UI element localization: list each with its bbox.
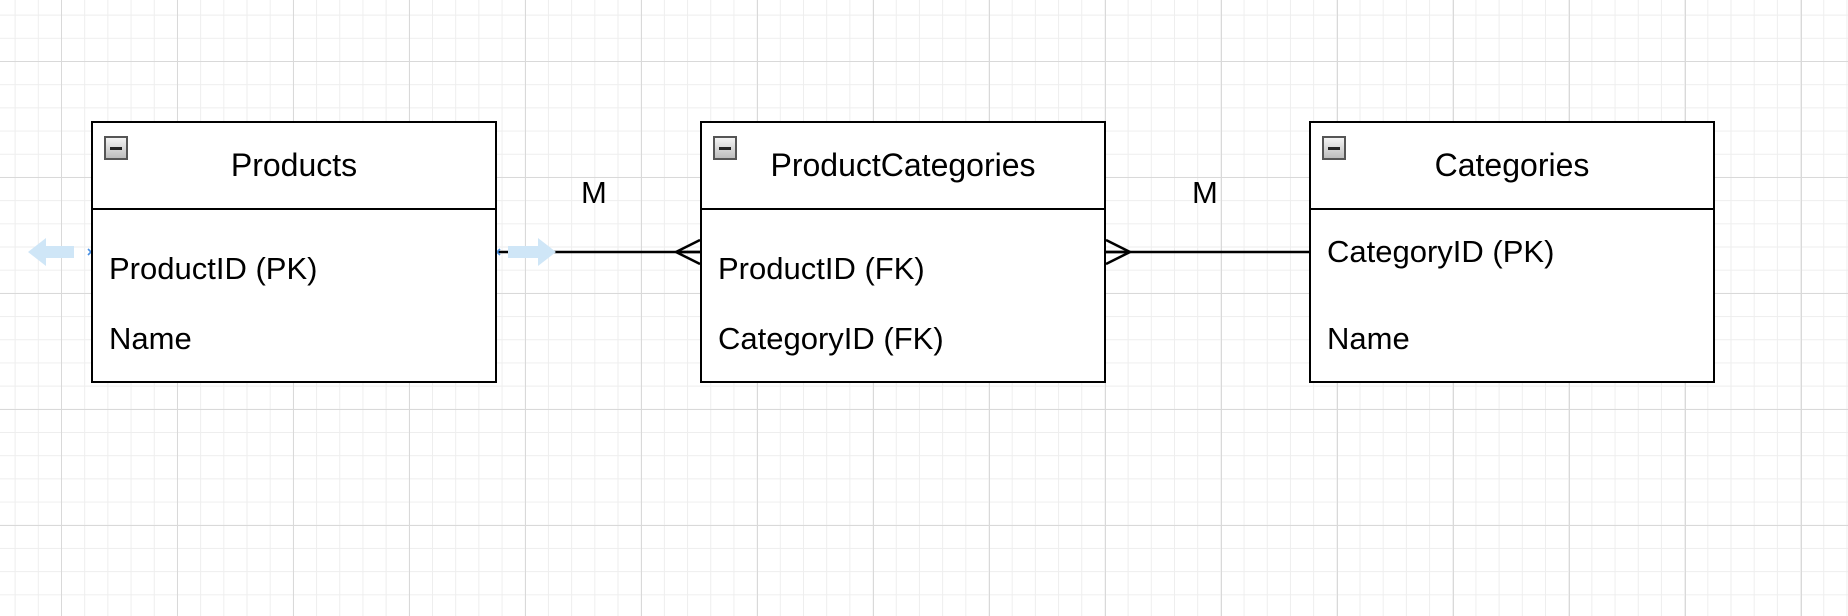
attribute-row[interactable]: ProductID (FK)	[718, 251, 925, 286]
collapse-icon[interactable]	[1322, 136, 1346, 160]
entity-title[interactable]: Categories	[1434, 147, 1590, 183]
entity-title[interactable]: Products	[230, 147, 358, 183]
attribute-row[interactable]: ProductID (PK)	[109, 251, 318, 286]
cardinality-label: M	[581, 175, 607, 210]
collapse-icon[interactable]	[713, 136, 737, 160]
crows-foot-many-marker	[1105, 238, 1131, 266]
cardinality-label: M	[1192, 175, 1218, 210]
collapse-icon[interactable]	[104, 136, 128, 160]
entity-productcategories[interactable]: ProductCategories ProductID (FK) Categor…	[700, 121, 1106, 383]
attribute-row[interactable]: CategoryID (PK)	[1327, 234, 1555, 269]
entity-categories[interactable]: Categories CategoryID (PK) Name	[1309, 121, 1715, 383]
arrow-icon[interactable]	[28, 238, 74, 266]
crows-foot-many-marker	[675, 238, 701, 266]
attribute-row[interactable]: Name	[109, 321, 192, 356]
attribute-row[interactable]: CategoryID (FK)	[718, 321, 944, 356]
entity-header: ProductCategories	[702, 123, 1104, 210]
attribute-row[interactable]: Name	[1327, 321, 1410, 356]
arrow-icon[interactable]	[508, 238, 556, 266]
entity-header: Products	[93, 123, 495, 210]
entity-products[interactable]: Products ProductID (PK) Name	[91, 121, 497, 383]
entity-header: Categories	[1311, 123, 1713, 210]
entity-title[interactable]: ProductCategories	[770, 147, 1036, 183]
